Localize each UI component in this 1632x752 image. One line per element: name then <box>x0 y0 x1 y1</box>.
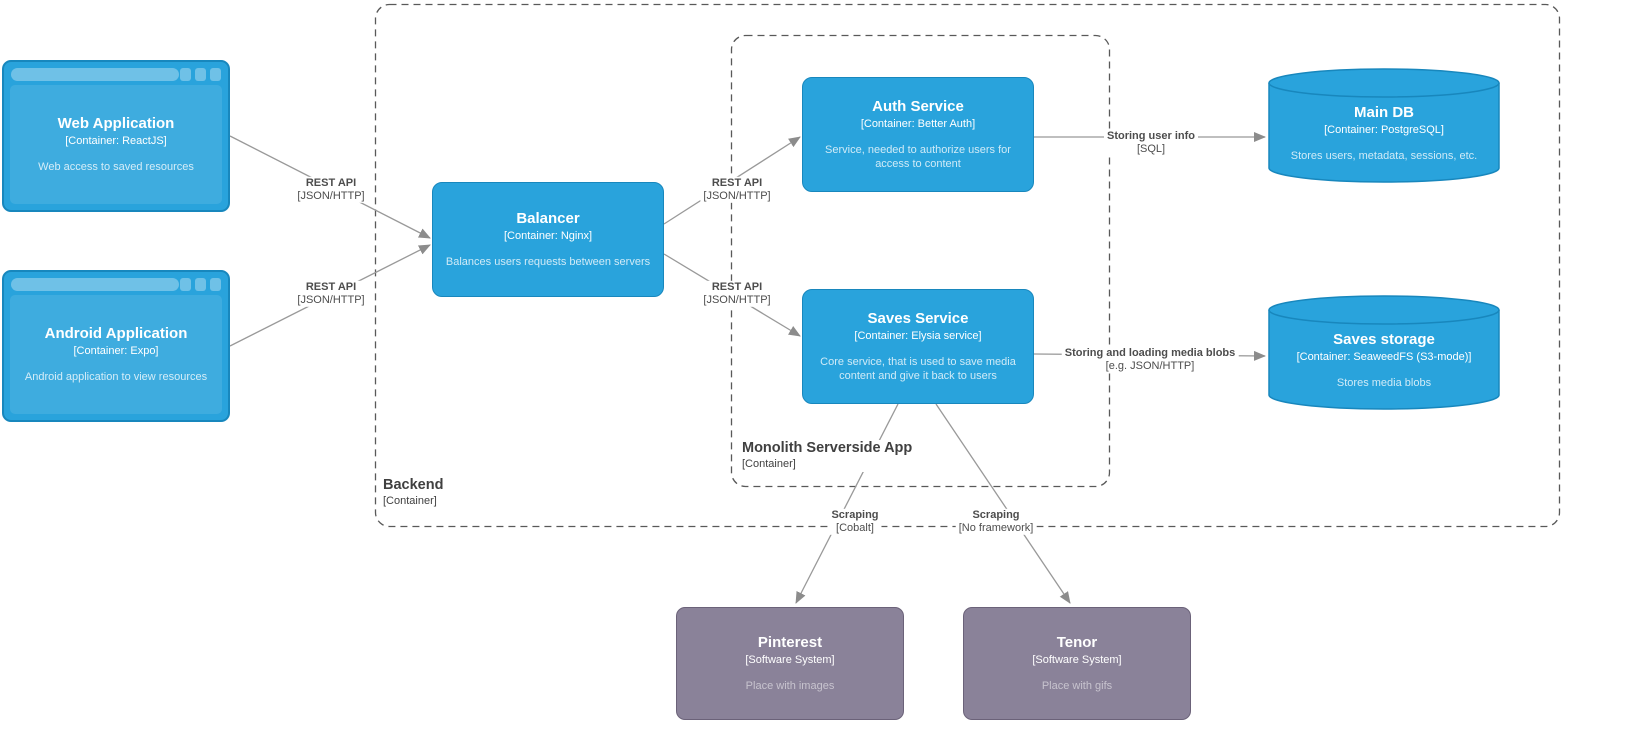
node-subtitle: [Container: Elysia service] <box>854 329 982 342</box>
boundary-title: Monolith Serverside App <box>742 440 913 456</box>
edge-label-balancer-to-auth: REST API [JSON/HTTP] <box>700 176 774 204</box>
backend-boundary-label: Backend [Container] <box>383 477 448 509</box>
browser-content-panel <box>10 85 222 204</box>
node-main-db: Main DB [Container: PostgreSQL] Stores u… <box>1268 68 1500 183</box>
browser-topbar <box>11 278 221 291</box>
edge-label-web-to-balancer: REST API [JSON/HTTP] <box>294 176 368 204</box>
edge-label-tech: [JSON/HTTP] <box>703 294 771 306</box>
node-description: Place with gifs <box>1041 679 1113 692</box>
node-title: Balancer <box>516 209 580 227</box>
edge-label-text: REST API <box>305 176 357 189</box>
node-description: Balances users requests between servers <box>445 255 651 268</box>
node-title: Saves Service <box>867 309 969 327</box>
browser-content-panel <box>10 295 222 414</box>
browser-window-button <box>210 278 221 291</box>
edge-label-text: Storing and loading media blobs <box>1064 346 1236 359</box>
node-web-application: Web Application [Container: ReactJS] Web… <box>2 60 230 212</box>
edge-saves-to-pinterest <box>795 403 899 604</box>
node-description: Core service, that is used to save media… <box>820 355 1016 382</box>
node-title: Tenor <box>1056 633 1098 651</box>
edge-saves-to-tenor <box>935 403 1071 604</box>
node-subtitle: [Software System] <box>1032 653 1122 666</box>
node-subtitle: [Container: Nginx] <box>503 229 593 242</box>
node-saves-service: Saves Service [Container: Elysia service… <box>802 289 1034 404</box>
browser-topbar <box>11 68 221 81</box>
boundary-title: Backend <box>383 477 444 493</box>
edge-label-balancer-to-saves: REST API [JSON/HTTP] <box>700 280 774 308</box>
node-tenor: Tenor [Software System] Place with gifs <box>963 607 1191 720</box>
browser-window-button <box>210 68 221 81</box>
boundary-subtitle: [Container] <box>383 495 437 508</box>
browser-window-button <box>195 278 206 291</box>
node-saves-storage: Saves storage [Container: SeaweedFS (S3-… <box>1268 295 1500 410</box>
edge-label-saves-to-pinterest: Scraping [Cobalt] <box>828 508 882 536</box>
edge-label-tech: [Cobalt] <box>836 522 874 534</box>
node-title: Auth Service <box>872 97 964 115</box>
browser-window-button <box>180 278 191 291</box>
monolith-boundary-label: Monolith Serverside App [Container] <box>742 440 917 472</box>
browser-address-bar <box>11 278 179 291</box>
node-title: Pinterest <box>757 633 823 651</box>
edge-label-text: REST API <box>711 176 763 189</box>
edge-label-tech: [e.g. JSON/HTTP] <box>1105 360 1195 372</box>
edge-label-saves-to-storage: Storing and loading media blobs [e.g. JS… <box>1061 346 1239 374</box>
edge-label-text: REST API <box>305 280 357 293</box>
database-cylinder-shape <box>1268 68 1500 183</box>
edge-label-tech: [No framework] <box>958 522 1034 534</box>
edge-label-tech: [SQL] <box>1136 143 1166 155</box>
node-description: Place with images <box>745 679 835 692</box>
database-cylinder-shape <box>1268 295 1500 410</box>
node-pinterest: Pinterest [Software System] Place with i… <box>676 607 904 720</box>
edge-label-text: Scraping <box>972 508 1020 521</box>
monolith-boundary-border <box>730 34 1111 488</box>
edge-label-android-to-balancer: REST API [JSON/HTTP] <box>294 280 368 308</box>
node-subtitle: [Container: Better Auth] <box>860 117 976 130</box>
browser-address-bar <box>11 68 179 81</box>
node-auth-service: Auth Service [Container: Better Auth] Se… <box>802 77 1034 192</box>
browser-window-button <box>180 68 191 81</box>
edge-label-text: REST API <box>711 280 763 293</box>
edge-label-tech: [JSON/HTTP] <box>297 294 365 306</box>
node-balancer: Balancer [Container: Nginx] Balances use… <box>432 182 664 297</box>
node-android-application: Android Application [Container: Expo] An… <box>2 270 230 422</box>
edge-label-auth-to-maindb: Storing user info [SQL] <box>1104 129 1198 157</box>
node-subtitle: [Software System] <box>745 653 835 666</box>
edge-label-text: Scraping <box>831 508 879 521</box>
node-description: Service, needed to authorize users for a… <box>825 143 1011 170</box>
edge-label-tech: [JSON/HTTP] <box>703 190 771 202</box>
edge-label-saves-to-tenor: Scraping [No framework] <box>955 508 1037 536</box>
browser-window-button <box>195 68 206 81</box>
edge-label-tech: [JSON/HTTP] <box>297 190 365 202</box>
boundary-subtitle: [Container] <box>742 458 796 471</box>
edge-label-text: Storing user info <box>1107 129 1195 142</box>
